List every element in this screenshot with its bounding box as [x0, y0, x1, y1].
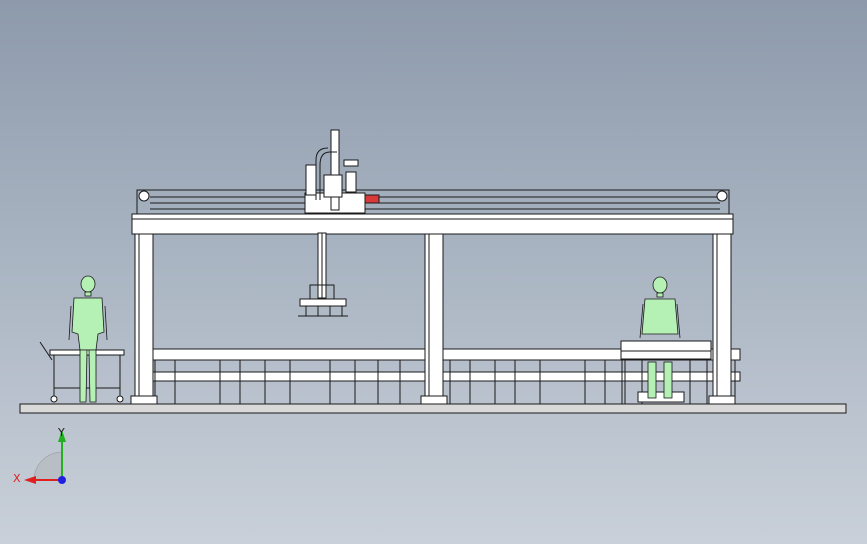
right-workstation[interactable]: [620, 340, 712, 404]
gantry-carriage[interactable]: [304, 129, 380, 214]
z-axis-icon: [58, 476, 66, 484]
floor-plate[interactable]: [19, 403, 847, 414]
gantry-frame[interactable]: [130, 189, 736, 405]
mannequin-right[interactable]: [639, 276, 681, 399]
y-axis-label: Y: [57, 426, 65, 439]
coordinate-triad: Y X: [13, 426, 66, 485]
x-axis-label: X: [13, 472, 21, 485]
lift-arm[interactable]: [309, 232, 335, 300]
suction-gripper[interactable]: [298, 298, 348, 317]
mannequin-left[interactable]: [68, 275, 108, 403]
